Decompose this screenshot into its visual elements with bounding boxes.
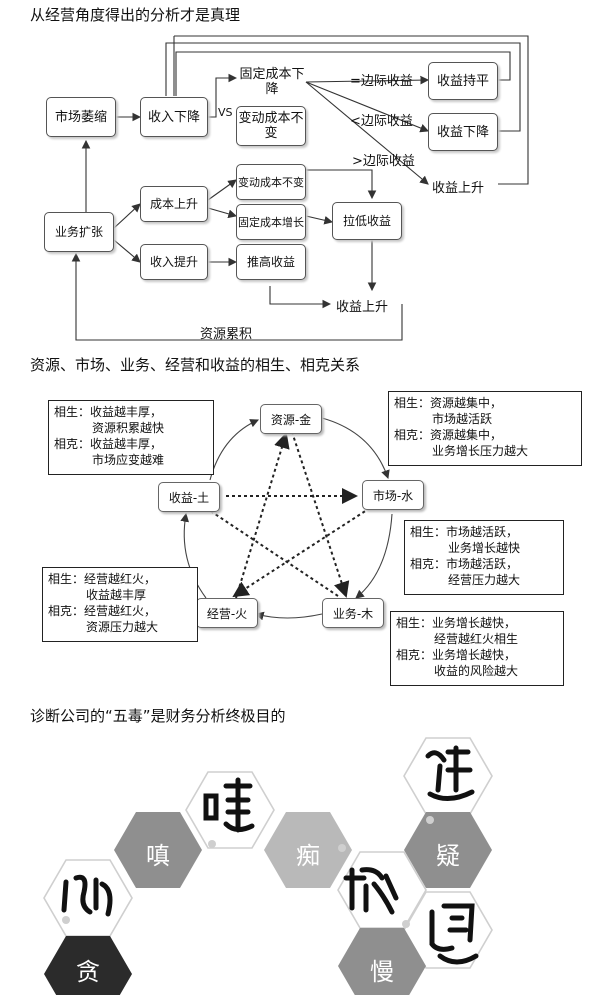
variable-cost-flat-box: 变动成本不变 xyxy=(236,106,306,146)
note-market: 相生：市场越活跃， 业务增长越快 相克：市场越活跃， 经营压力越大 xyxy=(404,520,564,595)
note-resource: 相生：资源越集中， 市场越活跃 相克：资源越集中， 业务增长压力越大 xyxy=(388,391,582,466)
wuxing-connectors xyxy=(180,417,393,621)
revenue-down-box: 收入下降 xyxy=(140,97,208,137)
revenue-up-box: 收入提升 xyxy=(140,244,208,280)
note-profit: 相生：收益越丰厚， 资源积累越快 相克：收益越丰厚， 市场应变越难 xyxy=(48,400,214,475)
section-title-1: 从经营角度得出的分析才是真理 xyxy=(30,6,241,24)
section-title-2: 资源、市场、业务、经营和收益的相生、相克关系 xyxy=(30,356,361,374)
poison-arrogance-label: 慢 xyxy=(370,958,394,986)
section-title-3: 诊断公司的“五毒”是财务分析终极目的 xyxy=(30,707,286,725)
hex-ignorance xyxy=(264,812,352,888)
node-profit: 收益-土 xyxy=(158,482,220,512)
eq-marginal-label: =边际收益 xyxy=(350,74,413,89)
resource-accumulation-label: 资源累积 xyxy=(200,327,253,342)
node-business: 业务-木 xyxy=(322,598,384,628)
fixed-cost-up-box: 固定成本增长 xyxy=(236,204,306,240)
poison-ignorance-label: 痴 xyxy=(296,842,320,870)
hex-arrogance xyxy=(338,928,426,995)
expansion-box: 业务扩张 xyxy=(44,212,114,252)
note-operation: 相生：经营越红火， 收益越丰厚 相克：经营越红火， 资源压力越大 xyxy=(42,567,198,642)
profit-up-b-label: 收益上升 xyxy=(336,300,389,315)
cost-up-box: 成本上升 xyxy=(140,186,208,222)
variable-cost-flat-box-2: 变动成本不变 xyxy=(236,164,306,200)
poison-anger-label: 嗔 xyxy=(146,842,170,870)
profit-flat-box: 收益持平 xyxy=(428,62,498,100)
gt-marginal-label: >边际收益 xyxy=(352,154,415,169)
node-market: 市场-水 xyxy=(362,480,424,510)
flow-connectors xyxy=(71,35,529,341)
profit-up-a-label: 收益上升 xyxy=(432,181,485,196)
poison-doubt-label: 疑 xyxy=(436,842,460,870)
vs-label: VS xyxy=(218,106,233,119)
hex-outline-greed-seal xyxy=(43,859,133,937)
lower-profit-box: 拉低收益 xyxy=(332,202,402,240)
note-business: 相生：业务增长越快， 经营越红火相生 相克：业务增长越快， 收益的风险越大 xyxy=(390,611,564,686)
push-profit-box: 推高收益 xyxy=(236,244,306,280)
node-operation: 经营-火 xyxy=(196,598,258,628)
fixed-cost-down-label: 固定成本下降 xyxy=(239,67,305,97)
poison-greed-label: 贪 xyxy=(76,958,100,986)
lt-marginal-label: <边际收益 xyxy=(350,114,413,129)
hex-anger xyxy=(114,812,202,888)
hex-greed xyxy=(44,936,132,995)
market-shrink-box: 市场萎缩 xyxy=(46,97,116,137)
hex-outline-doubt-seal xyxy=(403,737,493,815)
profit-down-box: 收益下降 xyxy=(428,113,498,151)
node-resource: 资源-金 xyxy=(260,404,322,434)
hex-doubt xyxy=(404,812,492,888)
